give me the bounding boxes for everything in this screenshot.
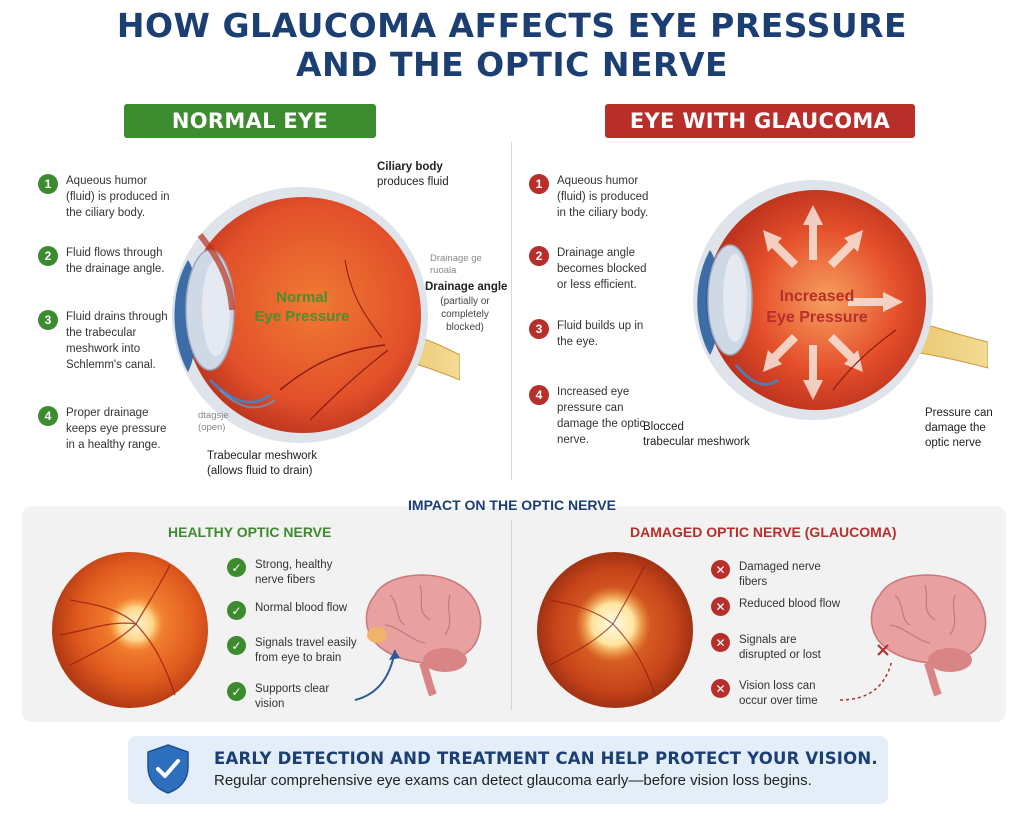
step-number-badge: 3 xyxy=(38,310,58,330)
impact-heading: IMPACT ON THE OPTIC NERVE xyxy=(408,497,616,513)
step-number-badge: 2 xyxy=(38,246,58,266)
drainage-small-label: Drainage ge ruoala xyxy=(430,253,482,276)
footer-subtext: Regular comprehensive eye exams can dete… xyxy=(214,772,812,789)
blocked-x-icon xyxy=(877,644,889,656)
normal-step-4: 4 Proper drainage keeps eye pressure in … xyxy=(38,405,198,453)
healthy-optic-nerve-fundus xyxy=(52,552,208,708)
check-icon: ✓ xyxy=(227,558,246,577)
step-number-badge: 4 xyxy=(38,406,58,426)
glaucoma-step-2: 2 Drainage angle becomes blocked or less… xyxy=(529,245,689,293)
step-number-badge: 2 xyxy=(529,246,549,266)
normal-step-3: 3 Fluid drains through the trabecular me… xyxy=(38,309,198,373)
damaged-item-3: ✕ Signals are disrupted or lost xyxy=(711,633,851,663)
blocked-meshwork-label: Blocced trabecular meshwork xyxy=(643,421,750,448)
pressure-arrows xyxy=(763,205,903,400)
step-text: Fluid flows through the drainage angle. xyxy=(66,247,165,275)
page-title-line2: AND THE OPTIC NERVE xyxy=(295,45,729,84)
damaged-item-2: ✕ Reduced blood flow xyxy=(711,597,851,616)
x-icon: ✕ xyxy=(711,679,730,698)
step-text: Fluid drains through the trabecular mesh… xyxy=(66,311,168,371)
check-icon: ✓ xyxy=(227,682,246,701)
healthy-item-3: ✓ Signals travel easily from eye to brai… xyxy=(227,636,367,666)
check-icon: ✓ xyxy=(227,636,246,655)
normal-eye-banner: NORMAL EYE xyxy=(124,104,376,138)
ciliary-body-label: Ciliary body xyxy=(377,161,443,173)
shield-check-icon xyxy=(147,744,189,794)
open-small-label: dtagsje (open) xyxy=(198,410,229,433)
damaged-brain-icon xyxy=(840,574,987,701)
glaucoma-step-3: 3 Fluid builds up in the eye. xyxy=(529,318,689,350)
normal-step-1: 1 Aqueous humor (fluid) is produced in t… xyxy=(38,173,198,221)
step-number-badge: 4 xyxy=(529,385,549,405)
x-icon: ✕ xyxy=(711,560,730,579)
drainage-angle-note: (partially or completely blocked) xyxy=(440,296,490,333)
pressure-damage-label: Pressure can damage the optic nerve xyxy=(925,407,993,449)
normal-eye-cross-section xyxy=(172,187,460,443)
normal-step-2: 2 Fluid flows through the drainage angle… xyxy=(38,245,198,277)
step-text: Drainage angle becomes blocked or less e… xyxy=(557,247,647,291)
step-number-badge: 3 xyxy=(529,319,549,339)
step-text: Proper drainage keeps eye pressure in a … xyxy=(66,407,167,451)
x-icon: ✕ xyxy=(711,633,730,652)
footer-callout xyxy=(128,736,888,804)
step-text: Aqueous humor (fluid) is produced in the… xyxy=(66,175,170,219)
x-icon: ✕ xyxy=(711,597,730,616)
step-number-badge: 1 xyxy=(529,174,549,194)
healthy-nerve-heading: HEALTHY OPTIC NERVE xyxy=(168,524,332,540)
glaucoma-step-4: 4 Increased eye pressure can damage the … xyxy=(529,384,689,448)
glaucoma-eye-banner: EYE WITH GLAUCOMA xyxy=(605,104,915,138)
section-divider xyxy=(511,142,512,480)
trabecular-meshwork-label: Trabecular meshwork (allows fluid to dra… xyxy=(207,450,318,477)
glaucoma-step-1: 1 Aqueous humor (fluid) is produced in t… xyxy=(529,173,689,221)
retina-shape xyxy=(185,197,421,433)
drainage-angle-label: Drainage angle xyxy=(425,281,508,293)
healthy-item-1: ✓ Strong, healthy nerve fibers xyxy=(227,558,367,588)
damaged-nerve-heading: DAMAGED OPTIC NERVE (GLAUCOMA) xyxy=(630,524,897,540)
healthy-item-4: ✓ Supports clear vision xyxy=(227,682,367,712)
glaucoma-eye-cross-section xyxy=(693,180,988,420)
footer-headline: EARLY DETECTION AND TREATMENT CAN HELP P… xyxy=(214,749,878,768)
step-text: Fluid builds up in the eye. xyxy=(557,320,644,348)
step-text: Aqueous humor (fluid) is produced in the… xyxy=(557,175,649,219)
ciliary-body-sub: produces fluid xyxy=(377,176,449,188)
impact-divider xyxy=(511,520,512,710)
healthy-item-2: ✓ Normal blood flow xyxy=(227,601,367,620)
normal-pressure-label: Normal Eye Pressure xyxy=(254,289,350,325)
healthy-brain-icon xyxy=(354,574,482,701)
damaged-item-4: ✕ Vision loss can occur over time xyxy=(711,679,851,709)
step-text: Increased eye pressure can damage the op… xyxy=(557,386,646,446)
check-icon: ✓ xyxy=(227,601,246,620)
increased-pressure-label: Increased Eye Pressure xyxy=(766,288,868,326)
damaged-optic-nerve-fundus xyxy=(537,552,693,708)
step-number-badge: 1 xyxy=(38,174,58,194)
damaged-item-1: ✕ Damaged nerve fibers xyxy=(711,560,851,590)
page-title-line1: HOW GLAUCOMA AFFECTS EYE PRESSURE xyxy=(116,6,908,45)
